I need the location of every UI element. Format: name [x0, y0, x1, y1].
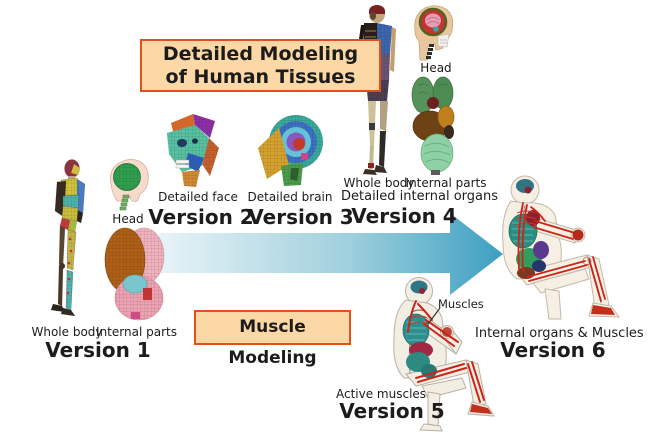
v1-head-figure — [109, 159, 149, 211]
v1-title: Version 1 — [45, 338, 151, 362]
v2-title: Version 2 — [148, 205, 254, 229]
v4-head-figure — [414, 5, 454, 61]
v5-caption: Active muscles — [336, 387, 427, 401]
v3-caption: Detailed brain — [247, 190, 333, 204]
v6-title: Version 6 — [500, 338, 606, 362]
v2-caption: Detailed face — [158, 190, 238, 204]
banner-detailed-modeling-line2: of Human Tissues — [165, 66, 356, 88]
v5-seated-figure — [393, 277, 495, 432]
v5-callout-line — [427, 307, 441, 325]
banner-detailed-modeling-line1: Detailed Modeling — [162, 43, 359, 65]
v4-internal-parts-label: Internal parts — [405, 176, 487, 190]
v4-title: Version 4 — [351, 204, 457, 228]
timeline-arrow — [159, 213, 503, 295]
v1-whole-body-figure — [50, 159, 86, 317]
v4-head-label: Head — [420, 61, 452, 75]
v1-internal-parts-label: Internal parts — [96, 325, 177, 339]
v6-caption: Internal organs & Muscles — [475, 326, 644, 341]
v2-face-figure — [167, 114, 219, 187]
v6-seated-figure — [502, 175, 621, 320]
v1-whole-body-label: Whole body — [31, 325, 103, 339]
v5-title: Version 5 — [339, 399, 445, 423]
v1-internal-parts-figure — [104, 227, 165, 321]
v4-caption: Detailed internal organs — [341, 189, 498, 204]
v4-internal-organs-figure — [411, 76, 455, 175]
v3-title: Version 3 — [248, 205, 354, 229]
v3-brain-figure — [258, 115, 323, 186]
v5-muscles-callout: Muscles — [438, 297, 484, 311]
banner-muscle-modeling-label: Muscle Modeling — [228, 317, 317, 368]
v1-head-label: Head — [112, 212, 144, 226]
banner-muscle-modeling: Muscle Modeling — [194, 310, 351, 368]
v4-whole-body-label: Whole body — [343, 176, 415, 190]
banner-detailed-modeling: Detailed Modeling of Human Tissues — [140, 39, 381, 92]
